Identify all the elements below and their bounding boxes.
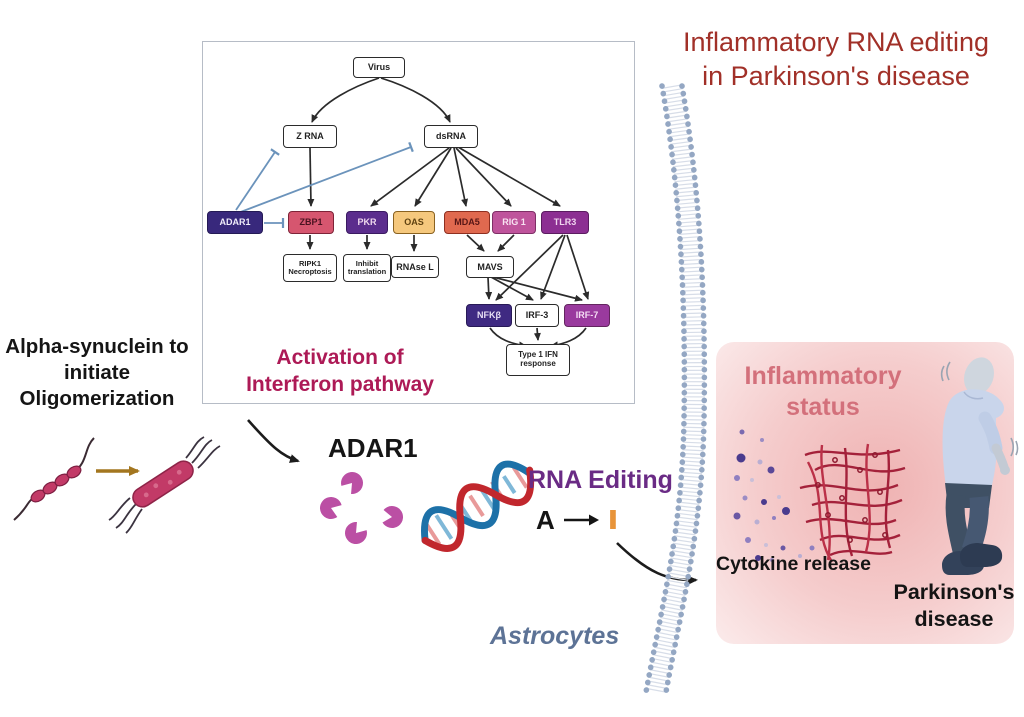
adenosine-label: A bbox=[536, 504, 555, 535]
node-zbp1: ZBP1 bbox=[288, 211, 334, 234]
interferon-pathway-panel: Virus Z RNA dsRNA ADAR1 ZBP1 PKR OAS MDA… bbox=[202, 41, 635, 404]
cell-membrane bbox=[643, 83, 708, 695]
inflammatory-status-label: Inflammatory status bbox=[744, 362, 902, 421]
pathway-caption: Activation of Interferon pathway bbox=[246, 346, 434, 397]
node-rnase-l: RNAse L bbox=[391, 256, 439, 278]
node-irf7: IRF-7 bbox=[564, 304, 610, 327]
node-type1-ifn-response: Type 1 IFN response bbox=[506, 344, 570, 376]
node-nfkb: NFKβ bbox=[466, 304, 512, 327]
cytokine-release-label: Cytokine release bbox=[716, 553, 872, 575]
synuclein-oligomer bbox=[108, 436, 221, 534]
node-ripk1-necroptosis: RIPK1 Necroptosis bbox=[283, 254, 337, 282]
arrow-to-adar1 bbox=[247, 419, 300, 463]
node-pkr: PKR bbox=[346, 211, 388, 234]
rna-editing-label: RNA Editing bbox=[528, 466, 673, 494]
synuclein-monomer bbox=[13, 437, 95, 521]
figure-title: Inflammatory RNA editing in Parkinson's … bbox=[682, 27, 990, 91]
adar1-inhibition-lines bbox=[235, 141, 414, 228]
inosine-label: I bbox=[607, 504, 619, 535]
astrocytes-label: Astrocytes bbox=[490, 622, 620, 650]
node-irf3: IRF-3 bbox=[515, 304, 559, 327]
cytokine-release-arrow bbox=[616, 542, 698, 585]
node-virus: Virus bbox=[353, 57, 405, 78]
node-mavs: MAVS bbox=[466, 256, 514, 278]
dna-helix bbox=[420, 460, 535, 552]
alpha-synuclein-label: Alpha-synuclein to initiate Oligomerizat… bbox=[5, 335, 189, 411]
adar1-label: ADAR1 bbox=[328, 433, 418, 463]
a-to-i-arrow-icon bbox=[563, 514, 599, 526]
a-to-i-edit: A I bbox=[536, 504, 619, 536]
node-adar1: ADAR1 bbox=[207, 211, 263, 234]
node-inhibit-translation: Inhibit translation bbox=[343, 254, 391, 282]
node-rig1: RIG 1 bbox=[492, 211, 536, 234]
adar1-enzymes bbox=[316, 467, 404, 549]
node-dsrna: dsRNA bbox=[424, 125, 478, 148]
node-mda5: MDA5 bbox=[444, 211, 490, 234]
node-tlr3: TLR3 bbox=[541, 211, 589, 234]
node-z-rna: Z RNA bbox=[283, 125, 337, 148]
node-oas: OAS bbox=[393, 211, 435, 234]
parkinsons-disease-label: Parkinson's disease bbox=[893, 580, 1015, 631]
